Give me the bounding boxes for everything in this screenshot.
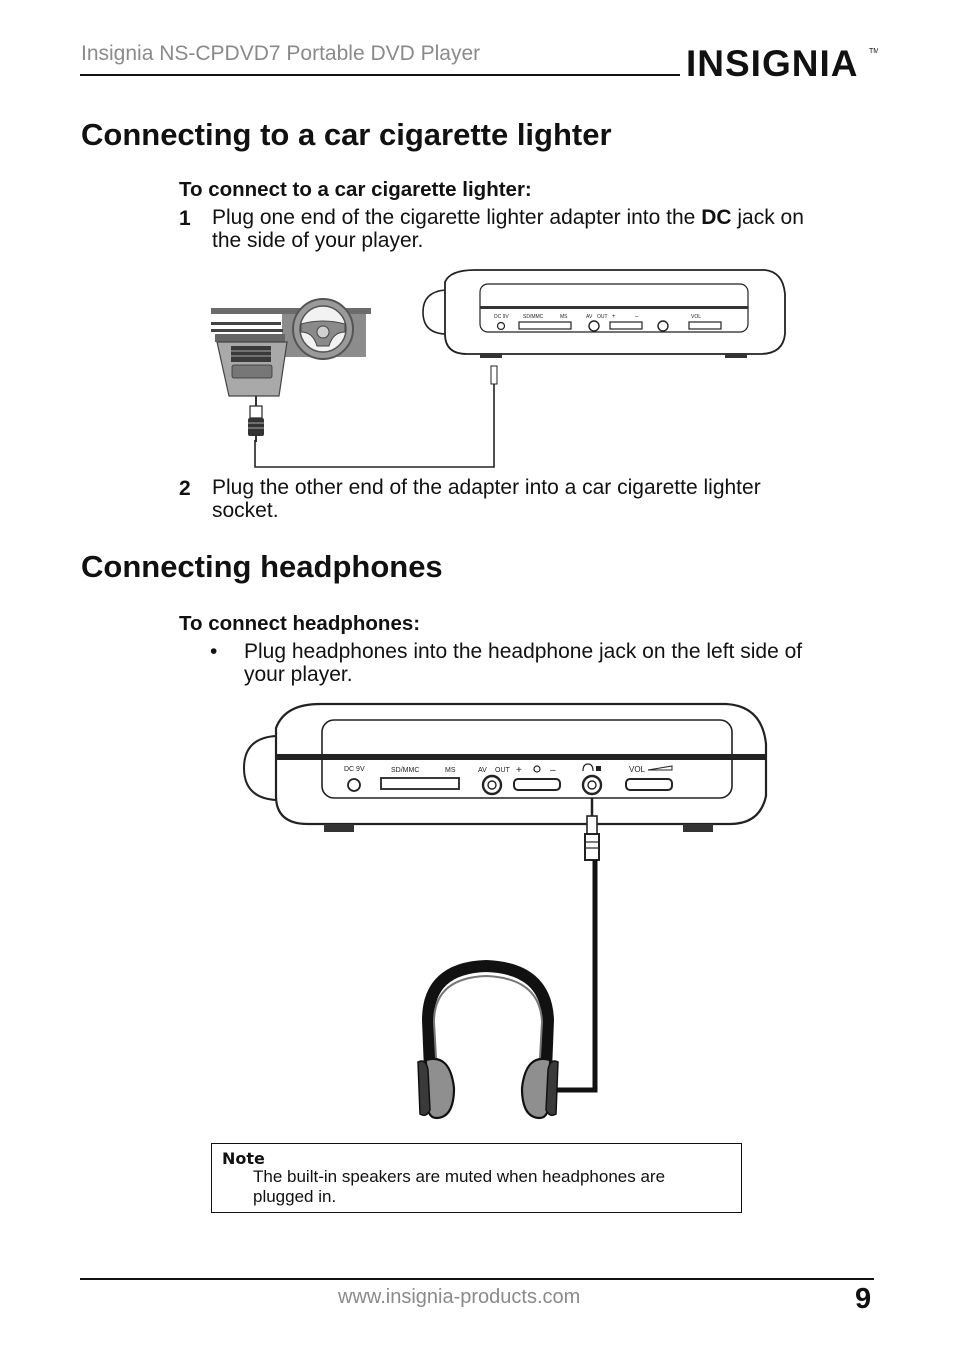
insignia-logo: INSIGNIA TM (686, 43, 878, 84)
step-1-text: Plug one end of the cigarette lighter ad… (212, 206, 872, 252)
footer-url: www.insignia-products.com (338, 1286, 581, 1308)
cigarette-lighter-plug (248, 396, 264, 442)
headphones-connection-illustration: DC 9V SD/MMC MS AV OUT + – VOL (242, 702, 768, 1120)
note-line1: The built-in speakers are muted when hea… (253, 1167, 666, 1186)
step-2-line2: socket. (212, 499, 279, 522)
step-2-text: Plug the other end of the adapter into a… (212, 476, 872, 522)
page-number: 9 (855, 1283, 872, 1315)
label-plus: + (516, 765, 522, 776)
dc-connector (490, 365, 498, 385)
small-label-card: SD/MMC (523, 314, 544, 320)
logo-tm: TM (869, 48, 878, 55)
car-lighter-connection-illustration: DC 9V SD/MMC MS AV OUT + – VOL (211, 269, 786, 468)
headphone-jack-icon (582, 763, 594, 772)
label-card: SD/MMC (391, 767, 419, 774)
note-title: Note (222, 1149, 265, 1168)
bullet-line2: your player. (244, 663, 353, 686)
bullet-text: Plug headphones into the headphone jack … (244, 640, 884, 686)
volume-wedge-icon (647, 765, 673, 771)
headphones-icon (417, 959, 559, 1120)
small-label-minus: – (635, 314, 639, 320)
label-av: AV (478, 767, 487, 774)
logo-text: INSIGNIA (686, 43, 858, 84)
dvd-player-large: DC 9V SD/MMC MS AV OUT + – VOL (242, 702, 768, 832)
step-2-line1: Plug the other end of the adapter into a… (212, 476, 761, 499)
step-1-text-part1: Plug one end of the cigarette lighter ad… (212, 206, 702, 229)
note-line2: plugged in. (253, 1186, 337, 1206)
label-ms: MS (445, 767, 456, 774)
label-dc: DC 9V (344, 766, 365, 773)
brightness-icon (533, 765, 541, 773)
label-minus: – (550, 765, 556, 776)
headphone-plug (584, 798, 600, 861)
bullet-marker: • (210, 640, 218, 663)
note-box: Note The built-in speakers are muted whe… (211, 1143, 742, 1213)
running-header-title: Insignia NS-CPDVD7 Portable DVD Player (81, 42, 481, 65)
small-label-ms: MS (560, 314, 568, 320)
headphone-cable (544, 860, 598, 1093)
speaker-mute-icon (596, 766, 601, 771)
header-rule (80, 74, 680, 76)
small-label-plus: + (612, 314, 616, 320)
small-label-dc: DC 9V (494, 314, 509, 320)
section-heading-headphones: Connecting headphones (81, 549, 443, 584)
step-number-1: 1 (179, 207, 191, 230)
car-dashboard-illustration (211, 298, 371, 397)
small-label-av: AV (586, 314, 593, 320)
step-1-text-part3: the side of your player. (212, 229, 424, 252)
small-label-vol: VOL (691, 314, 701, 320)
section-heading-car-lighter: Connecting to a car cigarette lighter (81, 117, 612, 152)
footer-rule (80, 1278, 874, 1280)
note-text: The built-in speakers are muted when hea… (253, 1167, 723, 1206)
adapter-cable (254, 384, 495, 468)
step-number-2: 2 (179, 477, 191, 500)
step-1-text-part2: jack on (731, 206, 804, 229)
dc-jack-label: DC (701, 206, 732, 229)
label-vol: VOL (629, 765, 646, 774)
label-out: OUT (495, 767, 511, 774)
small-label-out: OUT (597, 314, 608, 320)
dvd-player-small: DC 9V SD/MMC MS AV OUT + – VOL (422, 269, 786, 358)
bullet-line1: Plug headphones into the headphone jack … (244, 640, 803, 663)
procedure-heading-car-lighter: To connect to a car cigarette lighter: (179, 178, 532, 201)
procedure-heading-headphones: To connect headphones: (179, 612, 421, 635)
